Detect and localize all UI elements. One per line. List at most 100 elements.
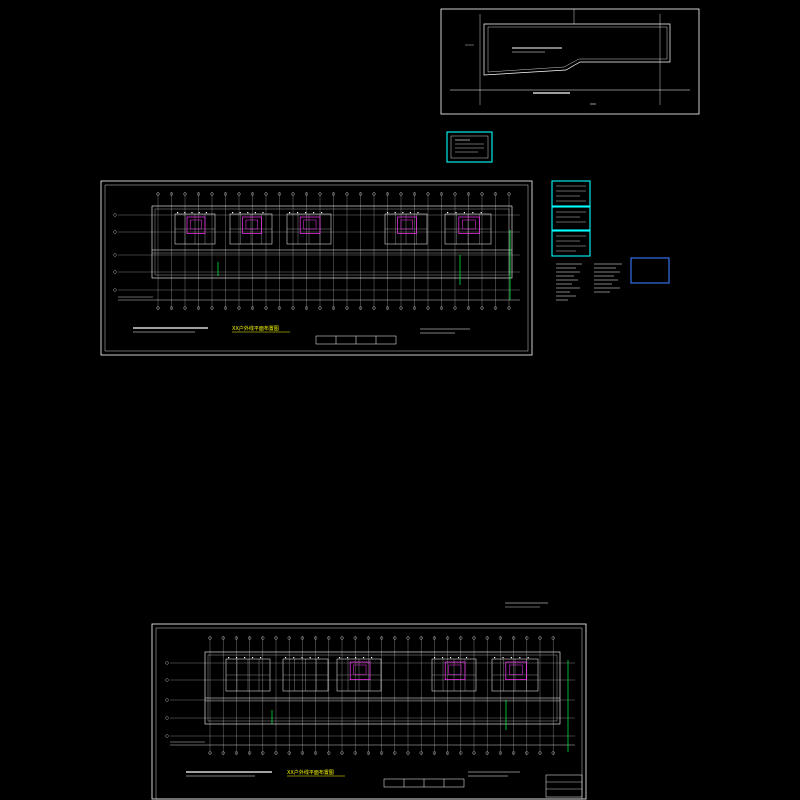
axis-bubble: [538, 751, 542, 755]
fixture-mark: [394, 212, 396, 214]
axis-bubble: [223, 306, 228, 310]
axis-bubble: [331, 306, 336, 310]
axis-bubble: [459, 636, 463, 640]
highlight-room: [186, 216, 206, 234]
axis-bubble: [304, 306, 309, 310]
axis-bubble: [113, 213, 117, 217]
axis-bubble: [446, 636, 450, 640]
axis-bubble: [196, 306, 201, 310]
axis-bubble: [439, 192, 444, 196]
highlight-room-inner: [189, 219, 202, 230]
axis-bubble: [196, 192, 201, 196]
axis-bubble: [538, 636, 542, 640]
fixture-mark: [184, 212, 186, 214]
fixture-mark: [458, 657, 460, 659]
axis-bubble: [511, 636, 516, 640]
axis-bubble: [419, 636, 423, 640]
fixture-mark: [347, 657, 349, 659]
fixture-mark: [463, 212, 465, 214]
plan-b-walls: [204, 651, 561, 725]
fixture-mark: [371, 657, 373, 659]
axis-bubble: [380, 751, 384, 755]
plan-a-grid: [113, 192, 520, 310]
plan-a-feeders: [217, 230, 511, 300]
fixture-mark: [480, 212, 482, 214]
axis-bubble: [406, 751, 410, 755]
fixture-mark: [252, 657, 254, 659]
axis-bubble: [314, 751, 318, 755]
axis-bubble: [248, 751, 252, 755]
fixture-mark: [466, 657, 468, 659]
axis-bubble: [485, 636, 489, 640]
axis-bubble: [113, 230, 117, 234]
fixture-mark: [285, 657, 287, 659]
highlight-room-inner: [400, 219, 413, 230]
plan-b-notes: [186, 771, 583, 798]
axis-bubble: [169, 192, 174, 196]
axis-bubble: [345, 192, 349, 196]
cyan-legend-top: [446, 131, 493, 163]
axis-bubble: [366, 636, 370, 640]
fixture-mark: [247, 212, 249, 214]
fixture-mark: [228, 657, 230, 659]
axis-bubble: [318, 192, 322, 196]
axis-bubble: [480, 306, 484, 310]
axis-bubble: [406, 636, 410, 640]
plan-b-units: [225, 657, 539, 692]
fixture-mark: [417, 212, 419, 214]
plan-a-title: XX户外线平面布置图: [232, 325, 279, 332]
fixture-mark: [289, 212, 291, 214]
fixture-mark: [402, 212, 404, 214]
axis-bubble: [472, 751, 476, 755]
axis-bubble: [113, 288, 117, 292]
axis-bubble: [493, 192, 498, 196]
axis-bubble: [291, 192, 295, 196]
axis-bubble: [446, 751, 450, 755]
building-outline-inner: [207, 654, 558, 722]
axis-bubble: [358, 306, 363, 310]
fixture-mark: [434, 657, 436, 659]
fixture-mark: [198, 212, 200, 214]
axis-bubble: [466, 192, 471, 196]
axis-bubble: [419, 751, 423, 755]
plan-b-grid: [165, 636, 575, 755]
axis-bubble: [237, 192, 241, 196]
highlight-room-inner: [448, 664, 462, 675]
plan-b-feeders: [271, 660, 569, 752]
axis-bubble: [113, 253, 117, 257]
axis-bubble: [412, 306, 417, 310]
axis-bubble: [248, 636, 252, 640]
fixture-mark: [442, 657, 444, 659]
axis-bubble: [426, 306, 430, 310]
fixture-mark: [244, 657, 246, 659]
fixture-mark: [455, 212, 457, 214]
axis-bubble: [385, 306, 390, 310]
axis-bubble: [183, 192, 187, 196]
fixture-mark: [387, 212, 389, 214]
fixture-mark: [321, 212, 323, 214]
highlight-room: [242, 216, 262, 234]
axis-bubble: [480, 192, 484, 196]
axis-bubble: [393, 636, 397, 640]
axis-bubble: [399, 306, 403, 310]
fixture-mark: [177, 212, 179, 214]
axis-bubble: [261, 751, 265, 755]
site-plan-sheet: [440, 8, 700, 115]
axis-bubble: [498, 751, 502, 755]
axis-bubble: [250, 306, 255, 310]
axis-bubble: [507, 306, 511, 310]
axis-bubble: [525, 751, 529, 755]
axis-bubble: [264, 306, 268, 310]
fixture-mark: [313, 212, 315, 214]
fixture-mark: [472, 212, 474, 214]
axis-bubble: [498, 636, 502, 640]
plan-sheet-b: XX户外线平面布置图: [151, 623, 587, 800]
axis-bubble: [318, 306, 322, 310]
axis-bubble: [223, 192, 228, 196]
axis-bubble: [291, 306, 295, 310]
axis-bubble: [210, 192, 214, 196]
axis-bubble: [221, 751, 225, 755]
axis-bubble: [165, 734, 169, 738]
axis-bubble: [165, 698, 169, 702]
